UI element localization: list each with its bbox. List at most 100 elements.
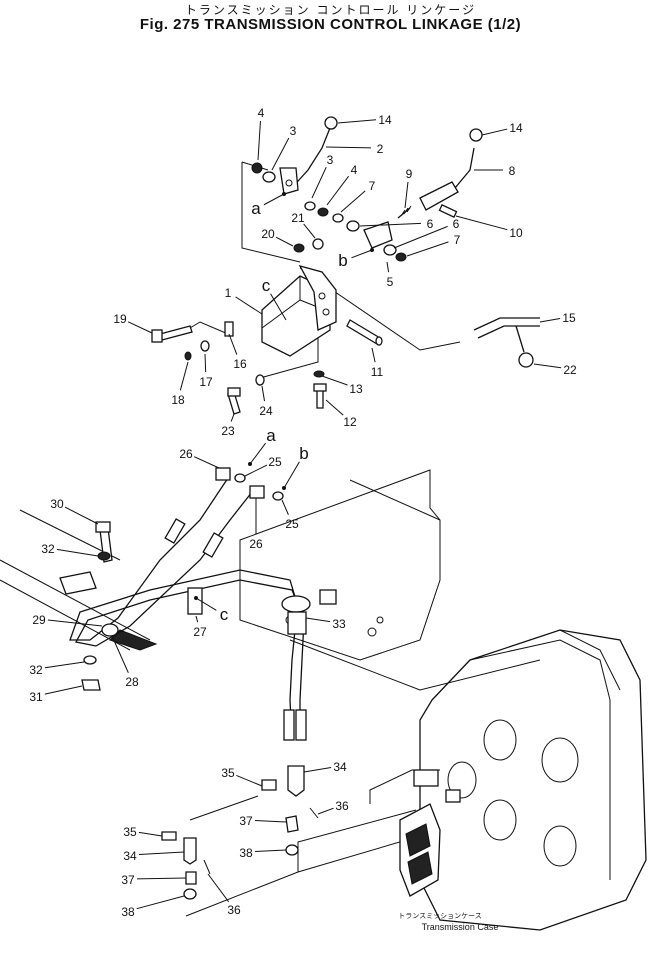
- clevis-34-lower: [183, 837, 197, 865]
- leader-line: [244, 464, 268, 477]
- cable-end-c: [283, 709, 295, 741]
- case-boss: [445, 789, 461, 803]
- bracket-hole-upper: [318, 292, 326, 300]
- leader-line: [321, 375, 348, 386]
- leader-line: [204, 353, 207, 373]
- leader-line: [371, 347, 376, 363]
- part-number-label: 35: [221, 766, 235, 780]
- connection-letter-label: a: [266, 426, 276, 445]
- leader-line: [257, 120, 261, 161]
- part-number-label: 32: [41, 542, 55, 556]
- part-number-label: 14: [509, 121, 523, 135]
- bolt-19-line: [189, 321, 229, 335]
- shaft-11: [346, 319, 381, 345]
- part-number-label: 5: [387, 275, 394, 289]
- clamp-27: [187, 587, 203, 615]
- leader-line: [281, 499, 289, 515]
- part-number-label: 16: [233, 357, 247, 371]
- leader-line: [351, 249, 373, 259]
- part-number-label: 31: [29, 690, 43, 704]
- clevis-26-a: [215, 467, 231, 481]
- pin-10: [438, 204, 458, 218]
- boundary-line-right: [299, 267, 461, 351]
- clevis-34-upper: [287, 765, 305, 797]
- leader-line: [254, 849, 287, 853]
- leader-line: [136, 895, 185, 910]
- part-number-label: 29: [32, 613, 46, 627]
- grommet-33-body: [287, 611, 307, 635]
- leader-line: [455, 215, 508, 231]
- case-port-5: [447, 761, 477, 799]
- washer-7b: [395, 252, 407, 262]
- part-number-label: 7: [369, 179, 376, 193]
- part-number-label: 14: [378, 113, 392, 127]
- lever-8-boss: [419, 181, 459, 211]
- leader-line: [195, 597, 217, 611]
- leader-line: [283, 461, 300, 489]
- part-number-label: 25: [285, 517, 299, 531]
- spring-coils: [400, 205, 412, 217]
- leader-line: [236, 774, 263, 787]
- part-number-label: 37: [239, 814, 253, 828]
- part-number-label: 26: [249, 537, 263, 551]
- case-label-en: Transmission Case: [422, 922, 499, 932]
- part-number-label: 6: [453, 217, 460, 231]
- part-number-label: 33: [332, 617, 346, 631]
- washer-32-top: [97, 551, 111, 561]
- part-number-label: 11: [371, 365, 384, 379]
- boundary-line-left: [241, 162, 301, 263]
- bolt-37-lower: [185, 871, 197, 885]
- part-number-label: 9: [406, 167, 413, 181]
- nut-38-upper: [285, 844, 299, 856]
- part-number-label: 15: [562, 311, 576, 325]
- part-number-label: 32: [29, 663, 43, 677]
- part-number-label: 3: [290, 124, 297, 138]
- bracket-plate: [298, 264, 337, 331]
- leader-line: [305, 617, 331, 623]
- part-number-label: 38: [121, 905, 135, 919]
- bushing-3b: [304, 201, 316, 211]
- connection-letter-label: b: [338, 251, 347, 270]
- nut-21: [312, 238, 324, 250]
- leader-line: [533, 363, 562, 369]
- part-number-label: 1: [225, 286, 232, 300]
- knob-14-right: [469, 128, 483, 142]
- leader-line: [359, 222, 422, 227]
- washer-4: [251, 162, 263, 174]
- washer-18: [184, 351, 192, 361]
- leader-line: [337, 119, 377, 124]
- leader-line: [111, 635, 129, 673]
- part-number-label: 38: [239, 846, 253, 860]
- leader-line: [275, 236, 294, 247]
- bushing-3: [262, 171, 276, 183]
- figure-title: Fig. 275 TRANSMISSION CONTROL LINKAGE (1…: [139, 16, 522, 33]
- part-number-label: 6: [427, 217, 434, 231]
- part-number-label: 22: [563, 363, 577, 377]
- part-number-label: 34: [123, 849, 137, 863]
- washer-32-bottom: [83, 655, 97, 665]
- part-number-label: 27: [193, 625, 207, 639]
- floor-plate: [239, 469, 441, 661]
- washer-13: [313, 370, 325, 378]
- bolt-37-upper: [285, 815, 299, 833]
- part-number-label: 4: [258, 106, 265, 120]
- part-number-label: 34: [333, 760, 347, 774]
- knob-14: [324, 116, 338, 130]
- part-number-label: 12: [343, 415, 357, 429]
- part-number-label: 3: [327, 153, 334, 167]
- leader-line: [56, 548, 99, 557]
- leader-line: [228, 333, 238, 355]
- part-number-label: 2: [377, 142, 384, 156]
- bolt-12: [316, 389, 324, 409]
- bushing-6: [346, 220, 360, 232]
- floor-hole-2: [367, 627, 377, 637]
- cable-end-b: [202, 532, 224, 558]
- connection-letter-label: c: [262, 276, 271, 295]
- leader-arrowhead: [282, 486, 286, 490]
- leader-line: [136, 877, 187, 880]
- part-number-label: 25: [268, 455, 282, 469]
- leader-line: [254, 819, 287, 823]
- washer-7: [332, 213, 344, 223]
